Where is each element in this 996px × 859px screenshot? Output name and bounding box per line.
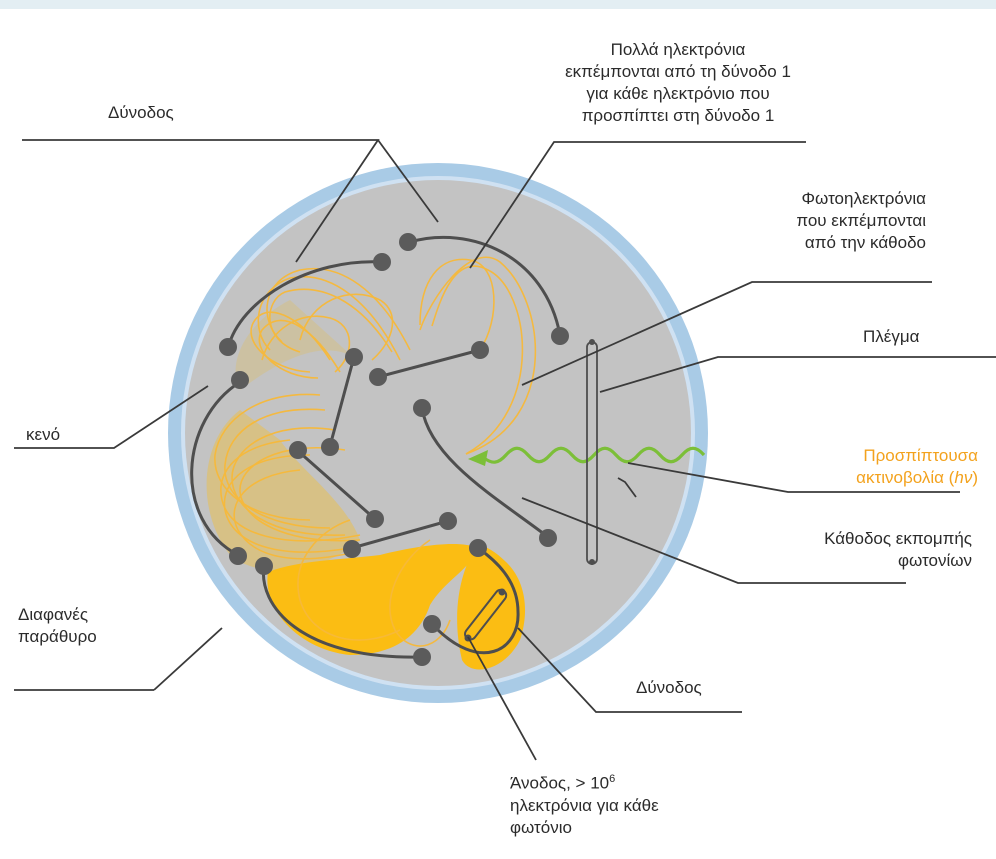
anode-label: Άνοδος, > 106 ηλεκτρόνια για κάθε φωτόνι… <box>510 768 659 839</box>
window-line-2: παράθυρο <box>18 626 97 648</box>
window-line-1: Διαφανές <box>18 604 97 626</box>
photoelectrons-line-2: που εκπέμπονται <box>730 210 926 232</box>
anode-line-1-text: Άνοδος, > 10 <box>510 774 609 793</box>
incident-radiation-text: ακτινοβολία ( <box>856 468 954 487</box>
incident-radiation-close: ) <box>972 468 978 487</box>
anode-exponent: 6 <box>609 773 615 785</box>
incident-radiation-line-1: Προσπίπτουσα <box>780 445 978 467</box>
many-electrons-line-3: για κάθε ηλεκτρόνιο που <box>540 83 816 105</box>
vacuum-label-text: κενό <box>26 425 60 444</box>
dynode-label-top-text: Δύνοδος <box>108 103 174 122</box>
dynode-label-bottom: Δύνοδος <box>636 677 702 699</box>
many-electrons-label: Πολλά ηλεκτρόνια εκπέμπονται από τη δύνο… <box>540 39 816 127</box>
anode-line-3: φωτόνιο <box>510 817 659 839</box>
many-electrons-line-2: εκπέμπονται από τη δύνοδο 1 <box>540 61 816 83</box>
many-electrons-line-4: προσπίπτει στη δύνοδο 1 <box>540 105 816 127</box>
photoelectrons-line-3: από την κάθοδο <box>730 232 926 254</box>
many-electrons-line-1: Πολλά ηλεκτρόνια <box>540 39 816 61</box>
grid-label: Πλέγμα <box>863 326 919 348</box>
incident-radiation-label: Προσπίπτουσα ακτινοβολία (hν) <box>780 445 978 489</box>
anode-line-2: ηλεκτρόνια για κάθε <box>510 795 659 817</box>
anode-line-1: Άνοδος, > 106 <box>510 768 659 795</box>
window-label: Διαφανές παράθυρο <box>18 604 97 648</box>
dynode-label-bottom-text: Δύνοδος <box>636 678 702 697</box>
planck-symbol: hν <box>954 468 972 487</box>
photoelectrons-label: Φωτοηλεκτρόνια που εκπέμπονται από την κ… <box>730 188 926 254</box>
cathode-line-2: φωτονίων <box>700 550 972 572</box>
cathode-label: Κάθοδος εκπομπής φωτονίων <box>700 528 972 572</box>
cathode-line-1: Κάθοδος εκπομπής <box>700 528 972 550</box>
vacuum-label: κενό <box>26 424 60 446</box>
incident-radiation-line-2: ακτινοβολία (hν) <box>780 467 978 489</box>
grid-label-text: Πλέγμα <box>863 327 919 346</box>
photoelectrons-line-1: Φωτοηλεκτρόνια <box>730 188 926 210</box>
dynode-label-top: Δύνοδος <box>108 102 174 124</box>
